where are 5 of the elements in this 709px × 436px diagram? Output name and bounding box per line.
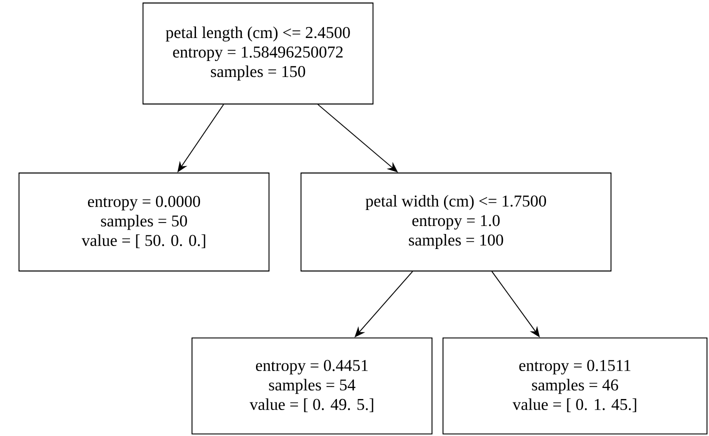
tree-node-box: entropy = 0.4451 samples = 54 value = [ 0. 49. 5.]	[192, 338, 432, 434]
tree-node-box: petal length (cm) <= 2.4500 entropy = 1.58496250072 samples = 150	[142, 2, 374, 104]
tree-node-box: entropy = 0.1511 samples = 46 value = [ 0. 1. 45.]	[442, 338, 708, 434]
tree-node-box: petal width (cm) <= 1.7500 entropy = 1.0 samples = 100	[300, 172, 612, 272]
tree-node-box: entropy = 0.0000 samples = 50 value = [ 50. 0. 0.]	[18, 172, 270, 272]
